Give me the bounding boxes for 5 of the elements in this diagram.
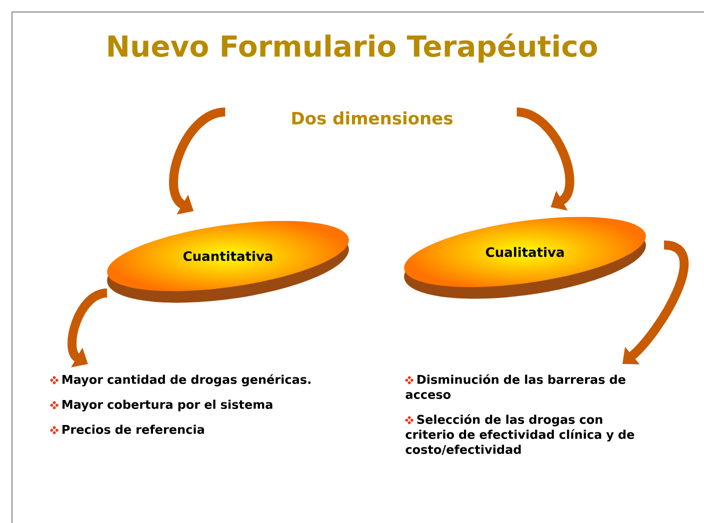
curved-arrow xyxy=(516,108,574,210)
bullet-list: Disminución de las barreras de acceso Selección de las drogas con criterio de efectividad clínica y de costo/efectividad xyxy=(405,374,634,455)
heading-text: Dos dimensiones xyxy=(292,111,452,125)
bullet-list: Mayor cantidad de drogas genéricas. Mayor cobertura por el sistema Precios de referencia xyxy=(50,374,310,434)
title: Nuevo Formulario Terapéutico xyxy=(108,33,597,63)
